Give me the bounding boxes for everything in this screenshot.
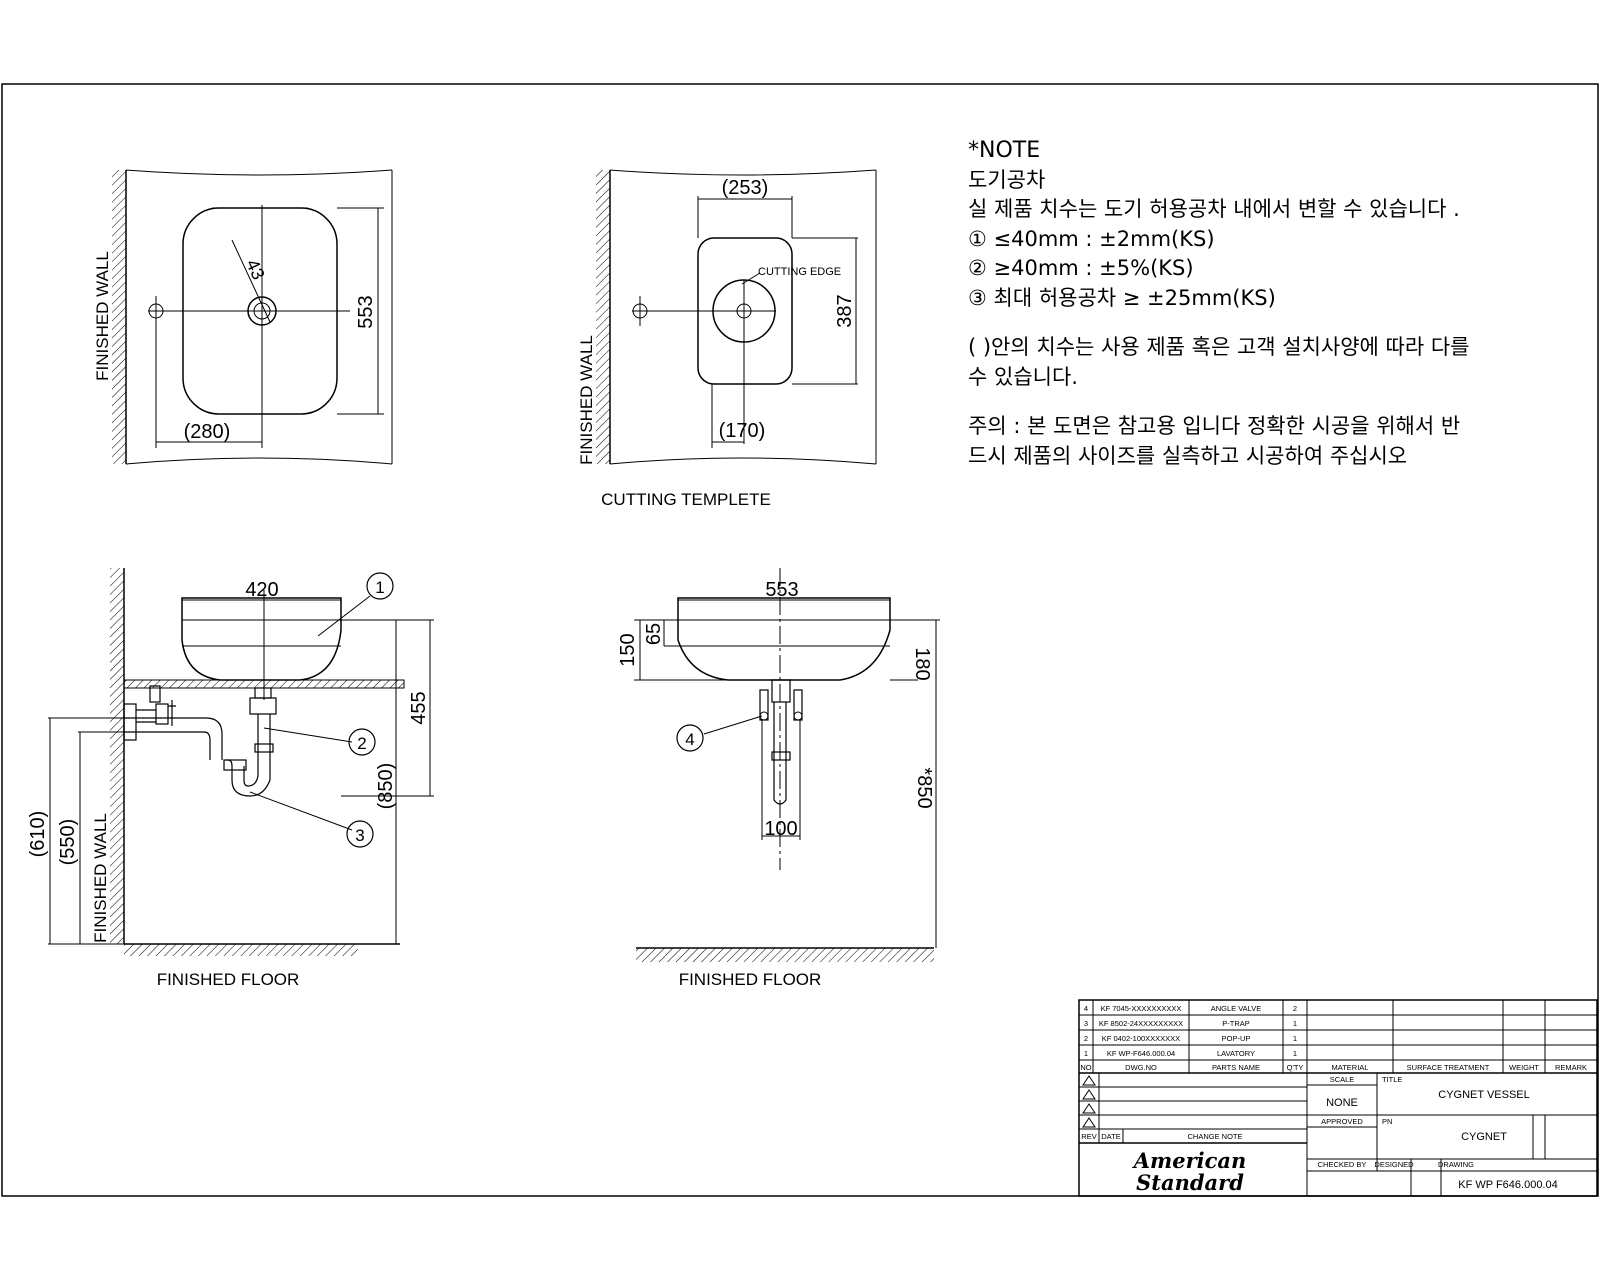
- note-title: *NOTE: [968, 138, 1041, 163]
- part-qty: 1: [1293, 1019, 1297, 1028]
- top-dim-drain: 43: [242, 256, 269, 283]
- side-dim-455: 455: [408, 691, 430, 724]
- part-number-title: CYGNET: [1461, 1131, 1507, 1143]
- part-dwg: KF 8502-24XXXXXXXXX: [1099, 1019, 1183, 1028]
- part-qty: 1: [1293, 1049, 1297, 1058]
- front-basin: [677, 597, 891, 681]
- hdr-dwg: DWG.NO: [1125, 1063, 1157, 1072]
- logo-line-2: Standard: [1136, 1170, 1244, 1195]
- front-dim-850: *850: [913, 767, 935, 808]
- template-dim-bottom: (170): [719, 420, 766, 442]
- side-wall-label: FINISHED WALL: [91, 813, 110, 943]
- hdr-remark: REMARK: [1555, 1063, 1587, 1072]
- note-line: 수 있습니다.: [968, 364, 1078, 389]
- note-line: ( )안의 치수는 사용 제품 혹은 고객 설치사양에 따라 다를: [968, 335, 1470, 359]
- note-line: 도기공차: [968, 167, 1046, 192]
- part-name: POP-UP: [1222, 1034, 1251, 1043]
- side-dim-850: (850): [375, 763, 397, 810]
- sheet-border: [1, 83, 1599, 1197]
- hdr-weight: WEIGHT: [1509, 1063, 1539, 1072]
- scale-value: NONE: [1326, 1097, 1358, 1109]
- template-caption: CUTTING TEMPLETE: [601, 490, 771, 509]
- hdr-surface: SURFACE TREATMENT: [1407, 1063, 1490, 1072]
- hdr-material: MATERIAL: [1332, 1063, 1369, 1072]
- title-label: TITLE: [1382, 1075, 1402, 1084]
- part-no: 1: [1084, 1049, 1088, 1058]
- front-dim-100: 100: [764, 818, 797, 840]
- change-note-label: CHANGE NOTE: [1187, 1132, 1242, 1141]
- drain-outer: [247, 296, 277, 326]
- date-label: DATE: [1101, 1132, 1120, 1141]
- parts-list: 4 KF 7045-XXXXXXXXXX ANGLE VALVE 2 3 KF …: [1080, 1004, 1587, 1169]
- note-tolerance: ① ≤40mm : ±2mm(KS): [968, 226, 1215, 251]
- part-dwg: KF WP-F646.000.04: [1107, 1049, 1175, 1058]
- side-basin: [181, 597, 342, 681]
- top-dim-height: 553: [355, 295, 377, 328]
- front-dim-150: 150: [617, 633, 639, 666]
- part-qty: 1: [1293, 1034, 1297, 1043]
- american-standard-logo: American Standard: [1132, 1148, 1247, 1195]
- drawing-label: DRAWING: [1438, 1160, 1474, 1169]
- part-no: 2: [1084, 1034, 1088, 1043]
- top-view: [112, 169, 393, 465]
- part-name: LAVATORY: [1217, 1049, 1255, 1058]
- top-dim-width: (280): [184, 421, 231, 443]
- part-dwg: KF 7045-XXXXXXXXXX: [1101, 1004, 1182, 1013]
- note-block: *NOTE 도기공차 실 제품 치수는 도기 허용공차 내에서 변할 수 있습니…: [968, 136, 1568, 471]
- note-line: 실 제품 치수는 도기 허용공차 내에서 변할 수 있습니다 .: [968, 197, 1460, 221]
- title-block: [1078, 999, 1598, 1197]
- side-dim-610: (610): [27, 811, 49, 858]
- rev-label: REV: [1081, 1132, 1096, 1141]
- callout-1: 1: [375, 578, 384, 597]
- callout-3: 3: [355, 826, 364, 845]
- drawing-number: KF WP F646.000.04: [1458, 1179, 1557, 1191]
- callout-2: 2: [357, 734, 366, 753]
- hdr-no: NO: [1080, 1063, 1091, 1072]
- template-cutting-edge: CUTTING EDGE: [758, 266, 841, 278]
- checked-label: CHECKED BY: [1318, 1160, 1367, 1169]
- part-name: P-TRAP: [1222, 1019, 1250, 1028]
- front-floor-label: FINISHED FLOOR: [679, 970, 822, 989]
- part-name: ANGLE VALVE: [1211, 1004, 1262, 1013]
- side-dim-width: 420: [245, 579, 278, 601]
- template-wall-label: FINISHED WALL: [577, 335, 596, 465]
- note-line: 주의 : 본 도면은 참고용 입니다 정확한 시공을 위해서 반: [968, 414, 1461, 438]
- hdr-qty: Q'TY: [1287, 1063, 1304, 1072]
- note-line: 드시 제품의 사이즈를 실측하고 시공하여 주십시오: [968, 443, 1408, 468]
- part-no: 3: [1084, 1019, 1088, 1028]
- pn-label: PN: [1382, 1117, 1392, 1126]
- side-view: [48, 568, 434, 956]
- drawing-title: CYGNET VESSEL: [1438, 1089, 1530, 1101]
- template-view: [596, 169, 877, 465]
- hdr-name: PARTS NAME: [1212, 1063, 1260, 1072]
- part-qty: 2: [1293, 1004, 1297, 1013]
- logo-line-1: American: [1132, 1148, 1247, 1173]
- side-floor-label: FINISHED FLOOR: [157, 970, 300, 989]
- note-tolerance: ② ≥40mm : ±5%(KS): [968, 256, 1194, 280]
- front-view: [634, 568, 940, 962]
- wall-hatch: [112, 170, 126, 464]
- front-dim-width: 553: [765, 579, 798, 601]
- front-dim-65: 65: [643, 623, 665, 645]
- template-dim-top: (253): [722, 177, 769, 199]
- note-tolerance: ③ 최대 허용공차 ≥ ±25mm(KS): [968, 285, 1276, 310]
- approved-label: APPROVED: [1321, 1117, 1363, 1126]
- designed-label: DESIGNED: [1374, 1160, 1414, 1169]
- front-dim-180: 180: [911, 647, 933, 680]
- scale-label: SCALE: [1330, 1075, 1355, 1084]
- top-wall-label: FINISHED WALL: [93, 251, 112, 381]
- side-dim-550: (550): [57, 819, 79, 866]
- part-dwg: KF 0402-100XXXXXXX: [1102, 1034, 1180, 1043]
- template-dim-height: 387: [834, 294, 856, 327]
- part-no: 4: [1084, 1004, 1088, 1013]
- callout-4: 4: [685, 730, 694, 749]
